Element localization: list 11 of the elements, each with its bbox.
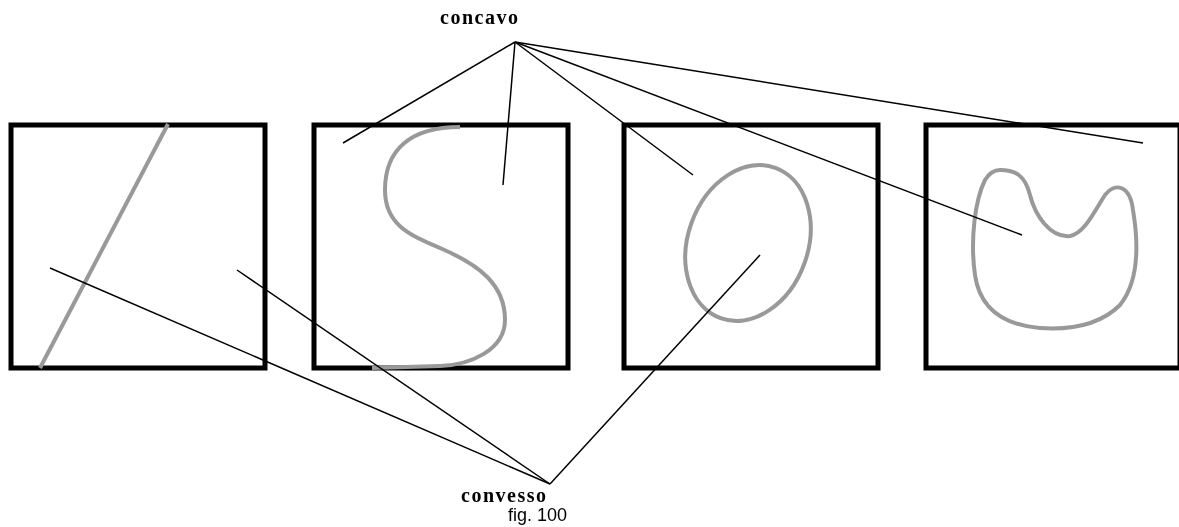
leader-line	[549, 254, 761, 485]
leader-line	[514, 41, 1144, 144]
callout-label: concavo	[440, 6, 520, 29]
figure-caption: fig. 100	[508, 505, 568, 526]
callout-label: convesso	[461, 484, 548, 507]
leader-line	[514, 41, 1023, 236]
leader-line	[514, 41, 694, 176]
leader-line	[502, 41, 516, 186]
leader-line	[49, 267, 551, 485]
leader-line	[236, 269, 551, 485]
leader-line	[342, 41, 516, 144]
